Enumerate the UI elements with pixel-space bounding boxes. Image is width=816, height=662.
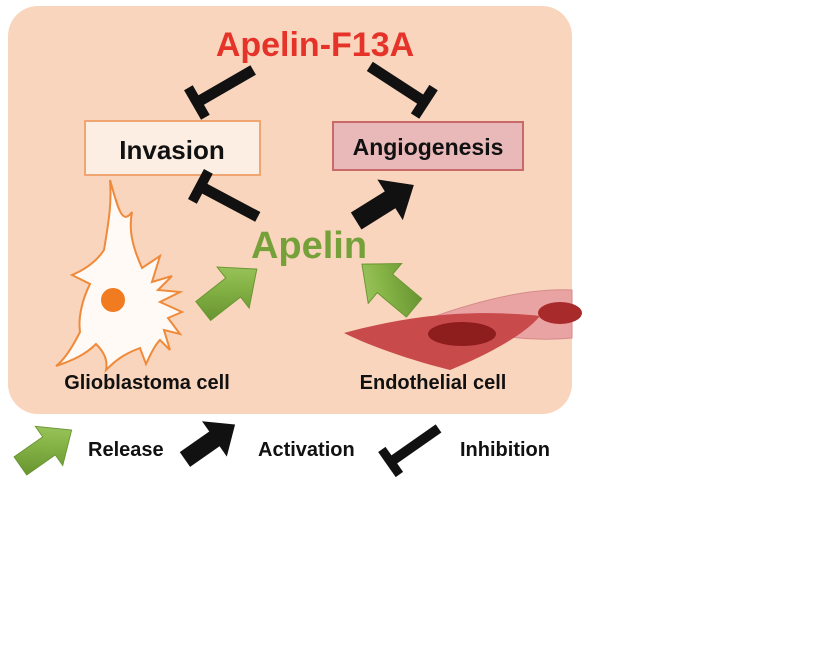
legend: Release Activation Inhibition — [6, 406, 550, 486]
release-arrow-icon — [6, 410, 86, 486]
angiogenesis-label: Angiogenesis — [353, 134, 504, 160]
endothelial-nucleus-back — [538, 302, 582, 324]
legend-release-label: Release — [88, 439, 164, 461]
invasion-box — [84, 120, 261, 176]
drug-label: Apelin-F13A — [216, 26, 414, 64]
endothelial-nucleus-front — [428, 322, 496, 346]
glioblastoma-cell-shape — [55, 179, 185, 374]
inhibition-arrow-icon — [378, 415, 448, 478]
legend-activation-label: Activation — [258, 439, 355, 461]
angiogenesis-box — [332, 121, 524, 171]
glioblastoma-nucleus — [101, 288, 125, 312]
endothelial-cell-label: Endothelial cell — [360, 372, 507, 394]
mediator-label: Apelin — [251, 225, 367, 267]
activation-arrow-icon — [172, 406, 248, 478]
legend-inhibition-label: Inhibition — [460, 439, 550, 461]
invasion-label: Invasion — [119, 135, 224, 165]
glioblastoma-cell-label: Glioblastoma cell — [64, 372, 230, 394]
